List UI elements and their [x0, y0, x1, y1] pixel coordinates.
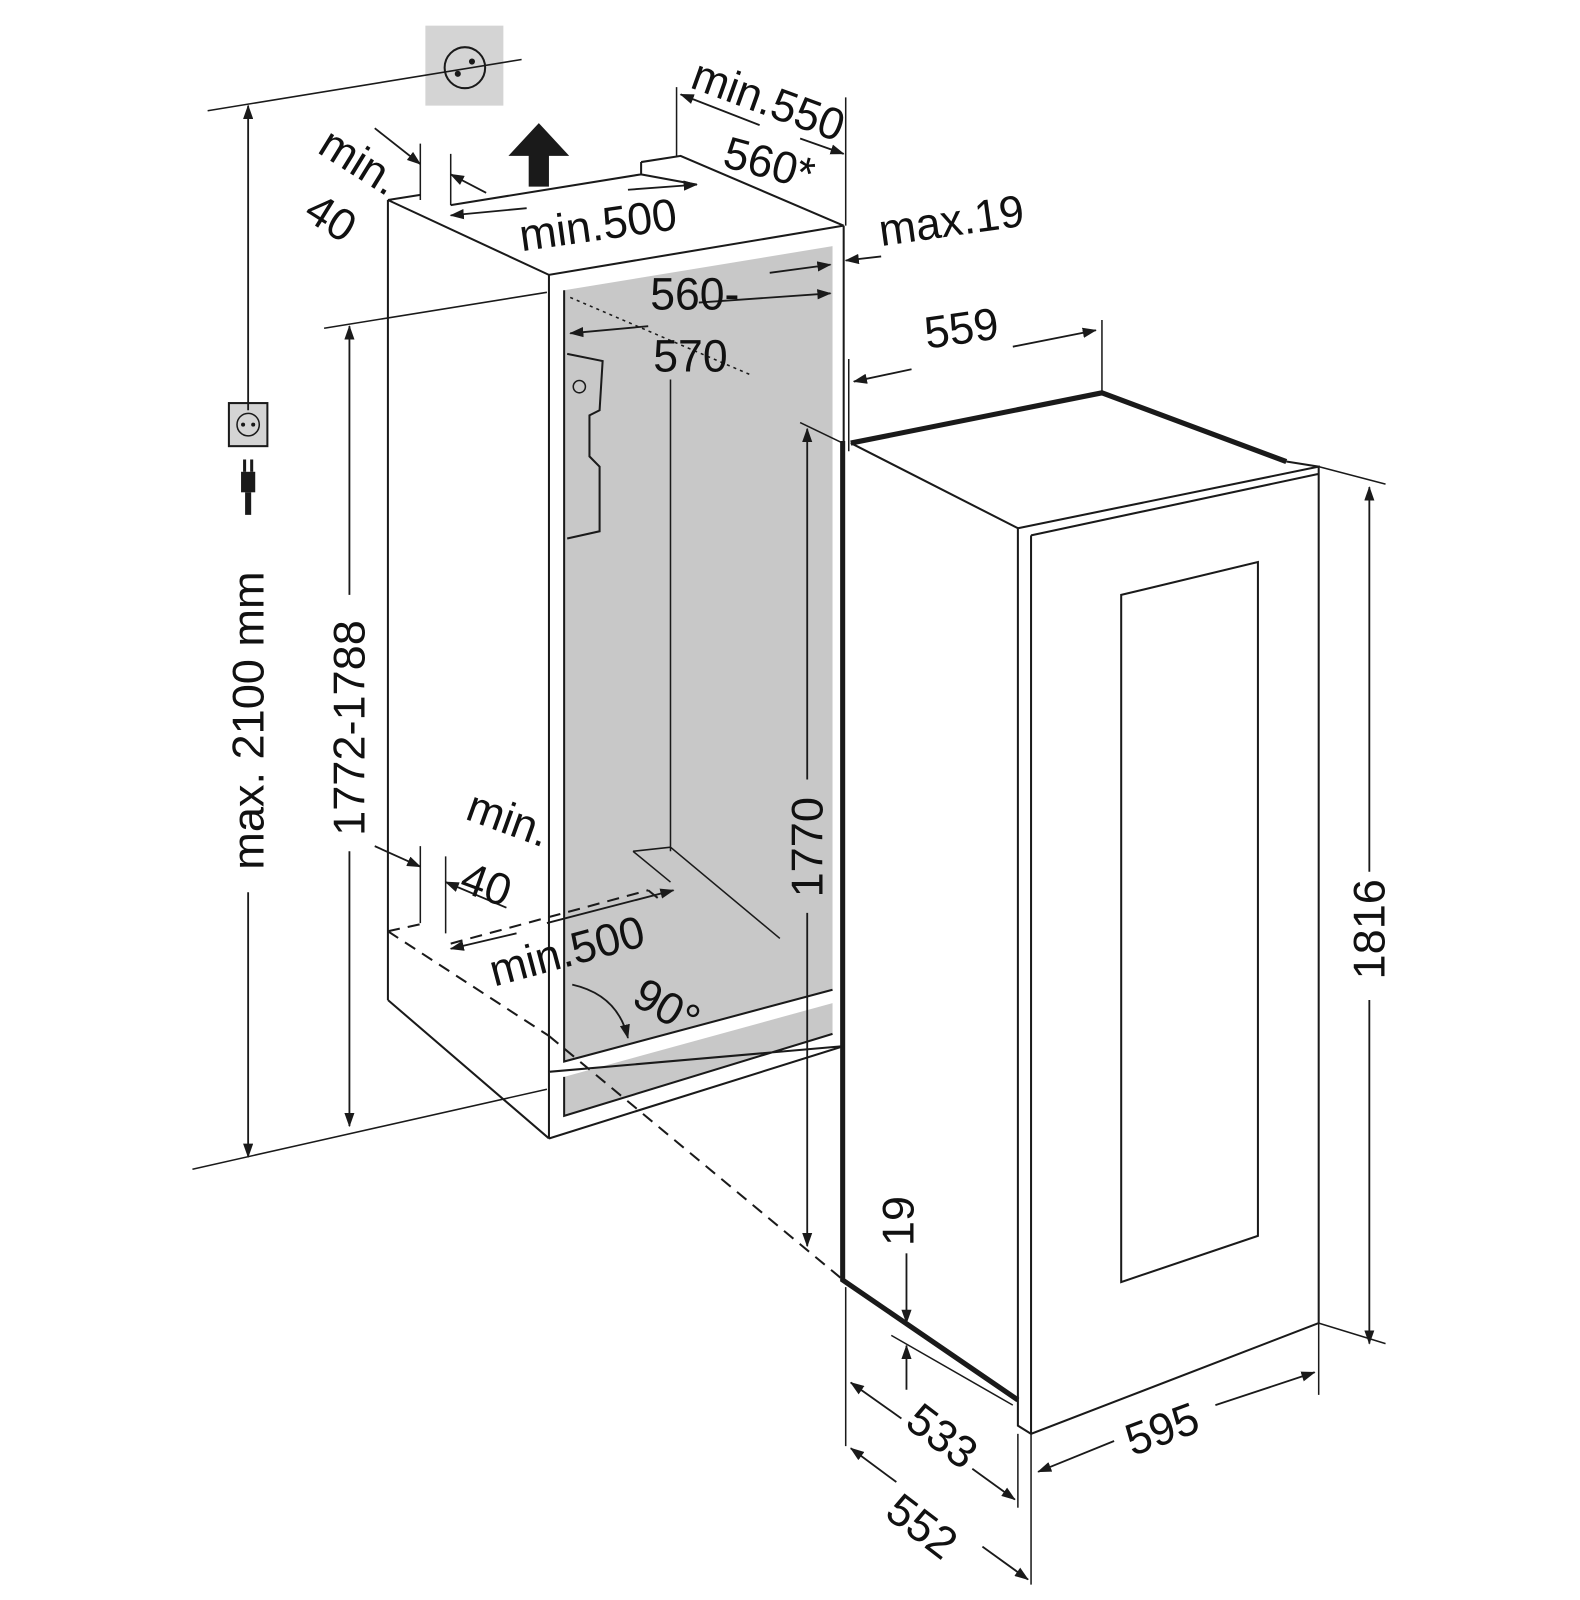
total-depth-label: 552 [877, 1483, 967, 1569]
side-depth-label: 533 [897, 1393, 987, 1479]
total-height-max-label: max. 2100 mm [223, 571, 274, 869]
door-offset-label: 19 [873, 1196, 924, 1246]
niche-interior [564, 246, 833, 1062]
plug-icon [241, 459, 256, 515]
bottom-gap-min-label: min. [460, 780, 556, 857]
wall-socket-icon [425, 25, 504, 106]
door-window [1120, 560, 1259, 1284]
top-gap-value-label: 40 [297, 182, 366, 252]
niche [386, 154, 847, 1283]
appliance-depth-label: 559 [921, 297, 1002, 358]
niche-width-label-a: 560- [650, 268, 739, 319]
niche-height-label: 1772-1788 [324, 620, 375, 836]
appliance [840, 390, 1320, 1435]
top-vent-depth-label: min.500 [516, 188, 680, 261]
door-height-label: 1770 [782, 797, 833, 897]
niche-width-label-b: 570 [653, 330, 727, 381]
dimension-lines [192, 87, 1386, 1585]
air-flow-arrow-icon [508, 123, 570, 187]
appliance-height-label: 1816 [1344, 879, 1395, 979]
door-thickness-max-label: max.19 [875, 185, 1027, 256]
appliance-width-label: 595 [1118, 1392, 1205, 1466]
bottom-gap-value-label: 40 [454, 851, 518, 916]
hinge-bracket [566, 352, 604, 540]
